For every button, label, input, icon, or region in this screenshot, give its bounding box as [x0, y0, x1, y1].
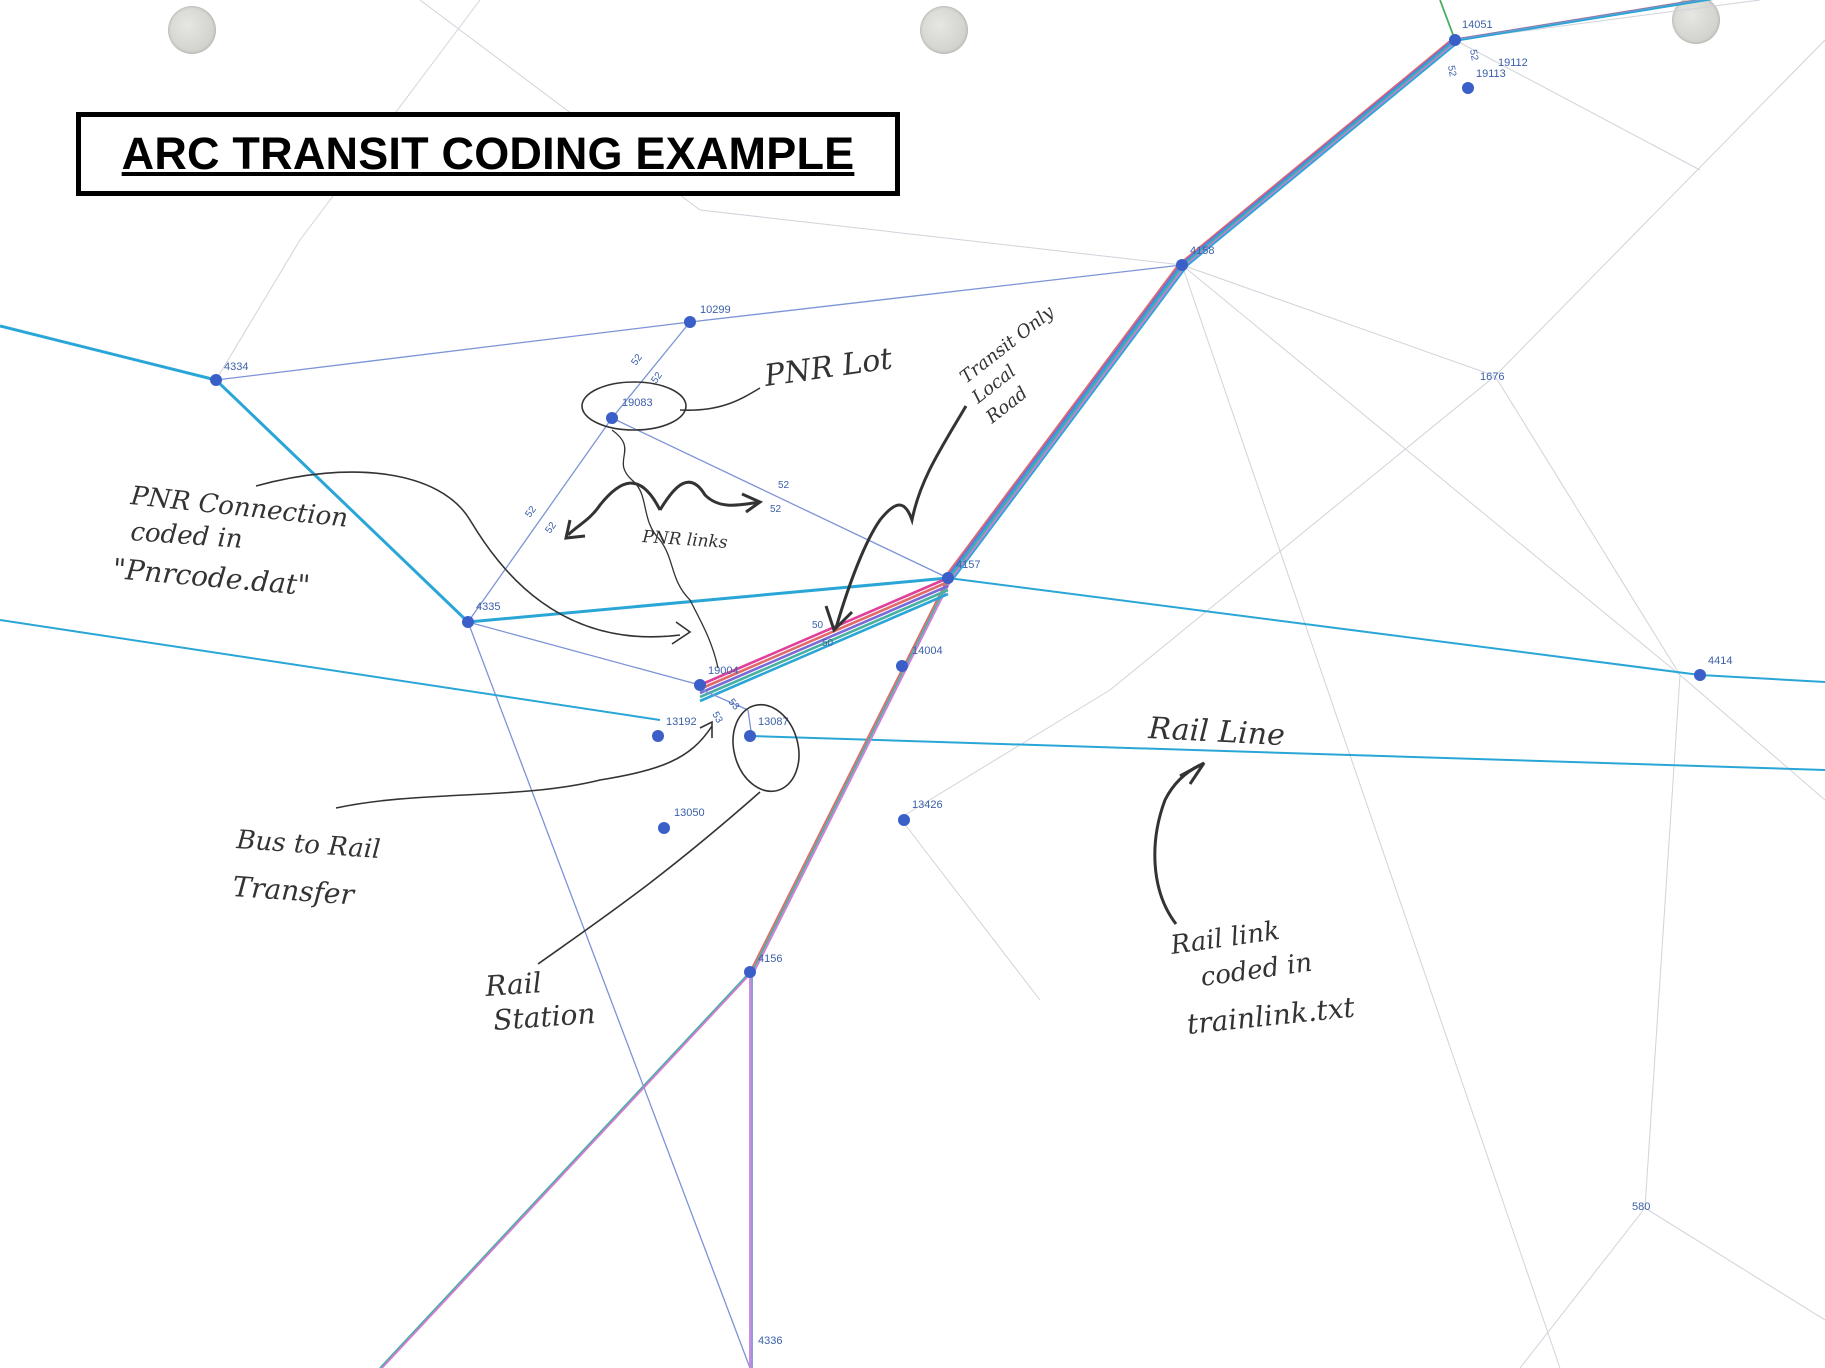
node-14051	[1449, 34, 1461, 46]
bus-to-rail-arrowhead	[699, 720, 713, 738]
network-nodes	[210, 34, 1706, 978]
node-label-14004: 14004	[912, 645, 943, 657]
link-label-pnr: 52	[778, 480, 790, 491]
note-bus-to-rail-1: Bus to Rail	[235, 825, 382, 865]
node-label-4158: 4158	[1190, 245, 1214, 257]
note-pnr-lot: PNR Lot	[761, 341, 895, 394]
pnr-links-arrowhead-right	[741, 492, 764, 514]
note-rail-station-2: Station	[492, 997, 596, 1037]
pen-marks	[255, 381, 1206, 965]
pnr-links-arrow-left	[566, 481, 662, 537]
node-label-13192: 13192	[666, 716, 697, 728]
node-labels: 14051 19112 19113 4158 10299 4334 1676 1…	[224, 19, 1732, 1347]
node-label-19113: 19113	[1476, 68, 1506, 80]
title-box: ARC TRANSIT CODING EXAMPLE	[76, 112, 900, 196]
pnr-lot-leader	[679, 387, 761, 411]
rail-station-circle	[732, 703, 800, 793]
link-label-corridor: 52	[1445, 65, 1458, 78]
node-13426	[898, 814, 910, 826]
node-14004	[896, 660, 908, 672]
pnr-links-arrowhead-left	[564, 519, 586, 540]
note-pnr-connection-2: coded in	[130, 517, 244, 555]
node-label-14051: 14051	[1462, 19, 1493, 31]
bus-routes	[0, 324, 1825, 721]
rail-line	[749, 735, 1825, 771]
pnr-connection-leader	[255, 471, 681, 638]
node-label-1676: 1676	[1480, 371, 1504, 383]
link-label-pnr: 52	[770, 504, 782, 515]
node-label-19083: 19083	[622, 397, 653, 409]
link-label-local: 50	[822, 638, 834, 649]
rail-link-arrowhead	[1179, 761, 1206, 785]
note-rail-station-1: Rail	[483, 966, 542, 1003]
node-label-4157: 4157	[956, 559, 980, 571]
street-links	[215, 264, 1183, 1368]
node-4158	[1176, 259, 1188, 271]
node-13087	[744, 730, 756, 742]
node-4335	[462, 616, 474, 628]
node-label-13426: 13426	[912, 799, 943, 811]
node-19004	[694, 679, 706, 691]
link-label-walk: 53	[709, 710, 724, 726]
link-label-pnr: 52	[543, 520, 559, 536]
node-label-13050: 13050	[674, 807, 705, 819]
link-label-pnr: 52	[523, 504, 539, 520]
route-corridor	[379, 0, 1714, 1368]
punch-hole-right	[1672, 0, 1720, 44]
node-label-580: 580	[1632, 1201, 1650, 1213]
node-13192	[652, 730, 664, 742]
pnr-lot-circle	[581, 381, 687, 431]
node-label-19004: 19004	[708, 665, 739, 677]
node-13050	[658, 822, 670, 834]
pnr-links-arrow-right	[658, 480, 761, 511]
page-title: ARC TRANSIT CODING EXAMPLE	[121, 128, 855, 179]
node-4334	[210, 374, 222, 386]
link-label-local: 50	[812, 620, 824, 631]
node-label-4156: 4156	[758, 953, 782, 965]
node-4157	[942, 572, 954, 584]
link-label-walk: 53	[726, 697, 742, 713]
pnr-connection-arrowhead	[671, 621, 692, 645]
background-links	[215, 0, 1825, 1368]
node-label-19112: 19112	[1498, 57, 1528, 69]
node-label-4414: 4414	[1708, 655, 1732, 667]
node-4156	[744, 966, 756, 978]
bus-to-rail-leader	[335, 725, 713, 809]
link-label-pnr: 52	[629, 352, 645, 368]
node-4414	[1694, 669, 1706, 681]
node-10299	[684, 316, 696, 328]
link-label-corridor: 52	[1467, 49, 1480, 62]
rail-station-leader	[537, 791, 761, 965]
transit-only-arrowhead	[824, 605, 854, 633]
node-label-10299: 10299	[700, 304, 731, 316]
node-19113	[1462, 82, 1474, 94]
note-bus-to-rail-2: Transfer	[232, 870, 357, 912]
note-rail-link-3: trainlink.txt	[1185, 990, 1357, 1041]
node-label-4336: 4336	[758, 1335, 782, 1347]
punch-hole-middle	[920, 6, 968, 54]
punch-hole-left	[168, 6, 216, 54]
rail-link-arrow	[1153, 763, 1201, 925]
pnr-link-squiggle	[611, 429, 719, 669]
node-label-13087: 13087	[758, 716, 789, 728]
node-label-4335: 4335	[476, 601, 500, 613]
note-rail-line: Rail Line	[1147, 711, 1286, 753]
node-19083	[606, 412, 618, 424]
note-pnr-links: PNR links	[641, 527, 729, 553]
node-label-4334: 4334	[224, 361, 248, 373]
transit-only-arrow	[834, 405, 968, 629]
note-pnr-connection-3: "Pnrcode.dat"	[111, 552, 311, 602]
